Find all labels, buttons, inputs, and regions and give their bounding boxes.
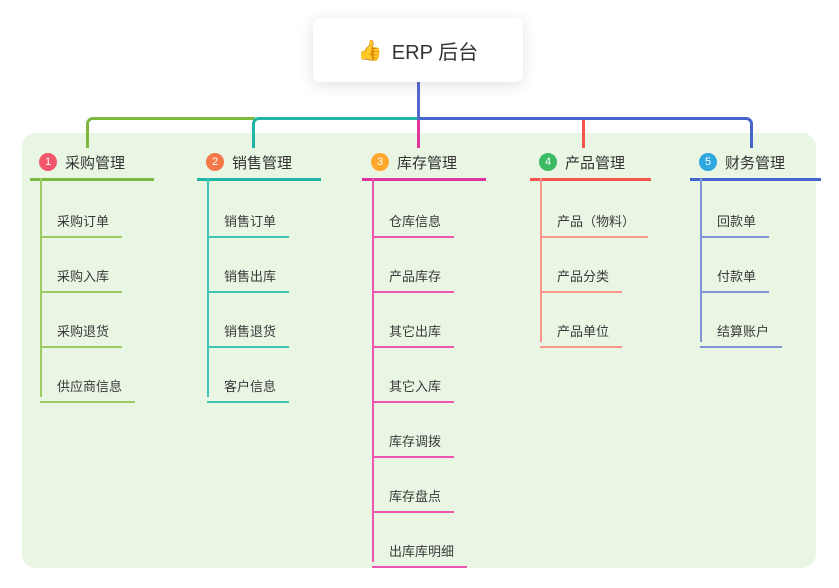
- root-connector-line: [417, 82, 420, 120]
- child-node[interactable]: 产品单位: [540, 310, 623, 348]
- child-node[interactable]: 供应商信息: [40, 365, 136, 403]
- child-node[interactable]: 销售订单: [207, 200, 290, 238]
- branch-node-3[interactable]: 3 库存管理: [362, 146, 486, 181]
- child-node[interactable]: 库存调拨: [372, 420, 455, 458]
- branch-node-2[interactable]: 2 销售管理: [197, 146, 321, 181]
- branch-number-badge: 3: [371, 153, 389, 171]
- branch-number-badge: 5: [699, 153, 717, 171]
- child-node[interactable]: 销售退货: [207, 310, 290, 348]
- child-node[interactable]: 产品分类: [540, 255, 623, 293]
- connector-branch-4: [582, 118, 585, 148]
- branch-label: 财务管理: [725, 154, 786, 172]
- connector-branch-3: [417, 118, 420, 148]
- child-node[interactable]: 结算账户: [700, 310, 783, 348]
- branch-label: 库存管理: [397, 154, 458, 172]
- child-node[interactable]: 采购入库: [40, 255, 123, 293]
- thumbs-up-icon: 👍: [357, 39, 383, 62]
- child-node[interactable]: 采购退货: [40, 310, 123, 348]
- child-node[interactable]: 付款单: [700, 255, 770, 293]
- branch-number-badge: 2: [206, 153, 224, 171]
- connector-branch-5: [417, 117, 753, 148]
- child-node[interactable]: 库存盘点: [372, 475, 455, 513]
- child-node[interactable]: 产品（物料）: [540, 200, 649, 238]
- branch-trunk-line: [372, 178, 374, 562]
- branch-node-4[interactable]: 4 产品管理: [530, 146, 651, 181]
- child-node[interactable]: 采购订单: [40, 200, 123, 238]
- child-node[interactable]: 销售出库: [207, 255, 290, 293]
- branch-number-badge: 4: [539, 153, 557, 171]
- child-node[interactable]: 产品库存: [372, 255, 455, 293]
- child-node[interactable]: 回款单: [700, 200, 770, 238]
- branch-label: 产品管理: [565, 154, 626, 172]
- branches-panel: [22, 133, 816, 568]
- branch-node-5[interactable]: 5 财务管理: [690, 146, 821, 181]
- root-node[interactable]: 👍 ERP 后台: [313, 18, 523, 82]
- branch-trunk-line: [700, 178, 702, 342]
- branch-label: 采购管理: [65, 154, 126, 172]
- child-node[interactable]: 客户信息: [207, 365, 290, 403]
- branch-number-badge: 1: [39, 153, 57, 171]
- branch-label: 销售管理: [232, 154, 293, 172]
- connector-branch-2: [252, 117, 419, 148]
- connector-branch-1: [86, 117, 255, 148]
- child-node[interactable]: 仓库信息: [372, 200, 455, 238]
- root-label: ERP 后台: [391, 41, 479, 64]
- branch-node-1[interactable]: 1 采购管理: [30, 146, 154, 181]
- branch-trunk-line: [540, 178, 542, 342]
- branch-trunk-line: [40, 178, 42, 397]
- child-node[interactable]: 其它出库: [372, 310, 455, 348]
- child-node[interactable]: 其它入库: [372, 365, 455, 403]
- child-node[interactable]: 出库库明细: [372, 530, 468, 568]
- branch-trunk-line: [207, 178, 209, 397]
